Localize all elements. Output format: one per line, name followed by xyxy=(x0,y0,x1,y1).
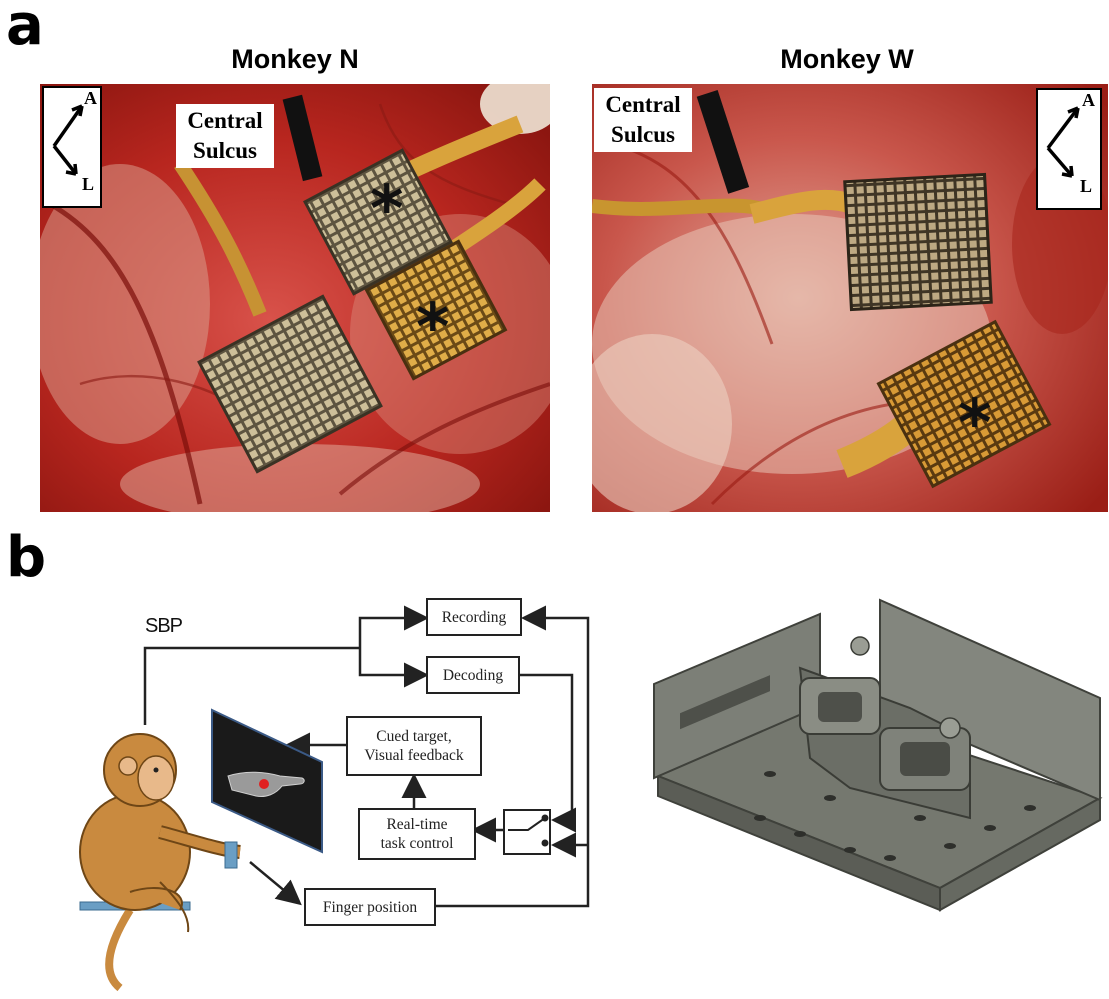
cued-target-box: Cued target, Visual feedback xyxy=(346,716,482,776)
brain-photo-monkey-w xyxy=(592,84,1108,512)
flow-connectors xyxy=(143,605,590,908)
photo-title-monkey-n: Monkey N xyxy=(231,44,359,74)
orientation-label-anterior: A xyxy=(1082,90,1095,110)
array-marker-asterisk: * xyxy=(416,291,450,365)
monkey-illustration xyxy=(79,733,241,992)
orientation-label-lateral: L xyxy=(1080,176,1093,196)
recording-box: Recording xyxy=(426,598,522,636)
recording-label: Recording xyxy=(441,608,507,626)
orientation-arrows-icon xyxy=(52,104,84,176)
finger-apparatus-render xyxy=(653,598,1103,912)
realtime-line1: Real-time xyxy=(386,816,448,833)
panel-label-b: b xyxy=(6,525,47,590)
orientation-indicator-left: A L xyxy=(42,86,102,208)
decoding-box: Decoding xyxy=(426,656,520,694)
orientation-indicator-right: A L xyxy=(1036,88,1102,210)
panel-label-a: a xyxy=(6,0,44,58)
finger-position-label: Finger position xyxy=(322,898,418,916)
array-marker-asterisk: * xyxy=(958,387,992,461)
switch-box xyxy=(503,809,551,855)
cued-target-line1: Cued target, xyxy=(376,728,452,745)
array-marker-asterisk: * xyxy=(370,173,404,247)
central-sulcus-line2: Sulcus xyxy=(611,122,675,147)
sbp-signal-label: SBP xyxy=(145,615,183,637)
brain-photo-monkey-n xyxy=(40,84,550,512)
realtime-control-box: Real-time task control xyxy=(358,808,476,860)
orientation-label-lateral: L xyxy=(82,174,95,194)
finger-position-box: Finger position xyxy=(304,888,436,926)
central-sulcus-line1: Central xyxy=(605,92,681,117)
central-sulcus-line1: Central xyxy=(187,108,263,133)
central-sulcus-line2: Sulcus xyxy=(193,138,257,163)
orientation-label-anterior: A xyxy=(84,88,97,108)
central-sulcus-label-right: Central Sulcus xyxy=(594,88,692,152)
cued-target-line2: Visual feedback xyxy=(364,747,464,764)
decoding-label: Decoding xyxy=(442,666,504,684)
monitor-visual-feedback xyxy=(211,708,323,854)
realtime-line2: task control xyxy=(380,835,454,852)
central-sulcus-label-left: Central Sulcus xyxy=(176,104,274,168)
photo-title-monkey-w: Monkey W xyxy=(780,44,914,74)
orientation-arrows-icon xyxy=(1046,106,1080,178)
